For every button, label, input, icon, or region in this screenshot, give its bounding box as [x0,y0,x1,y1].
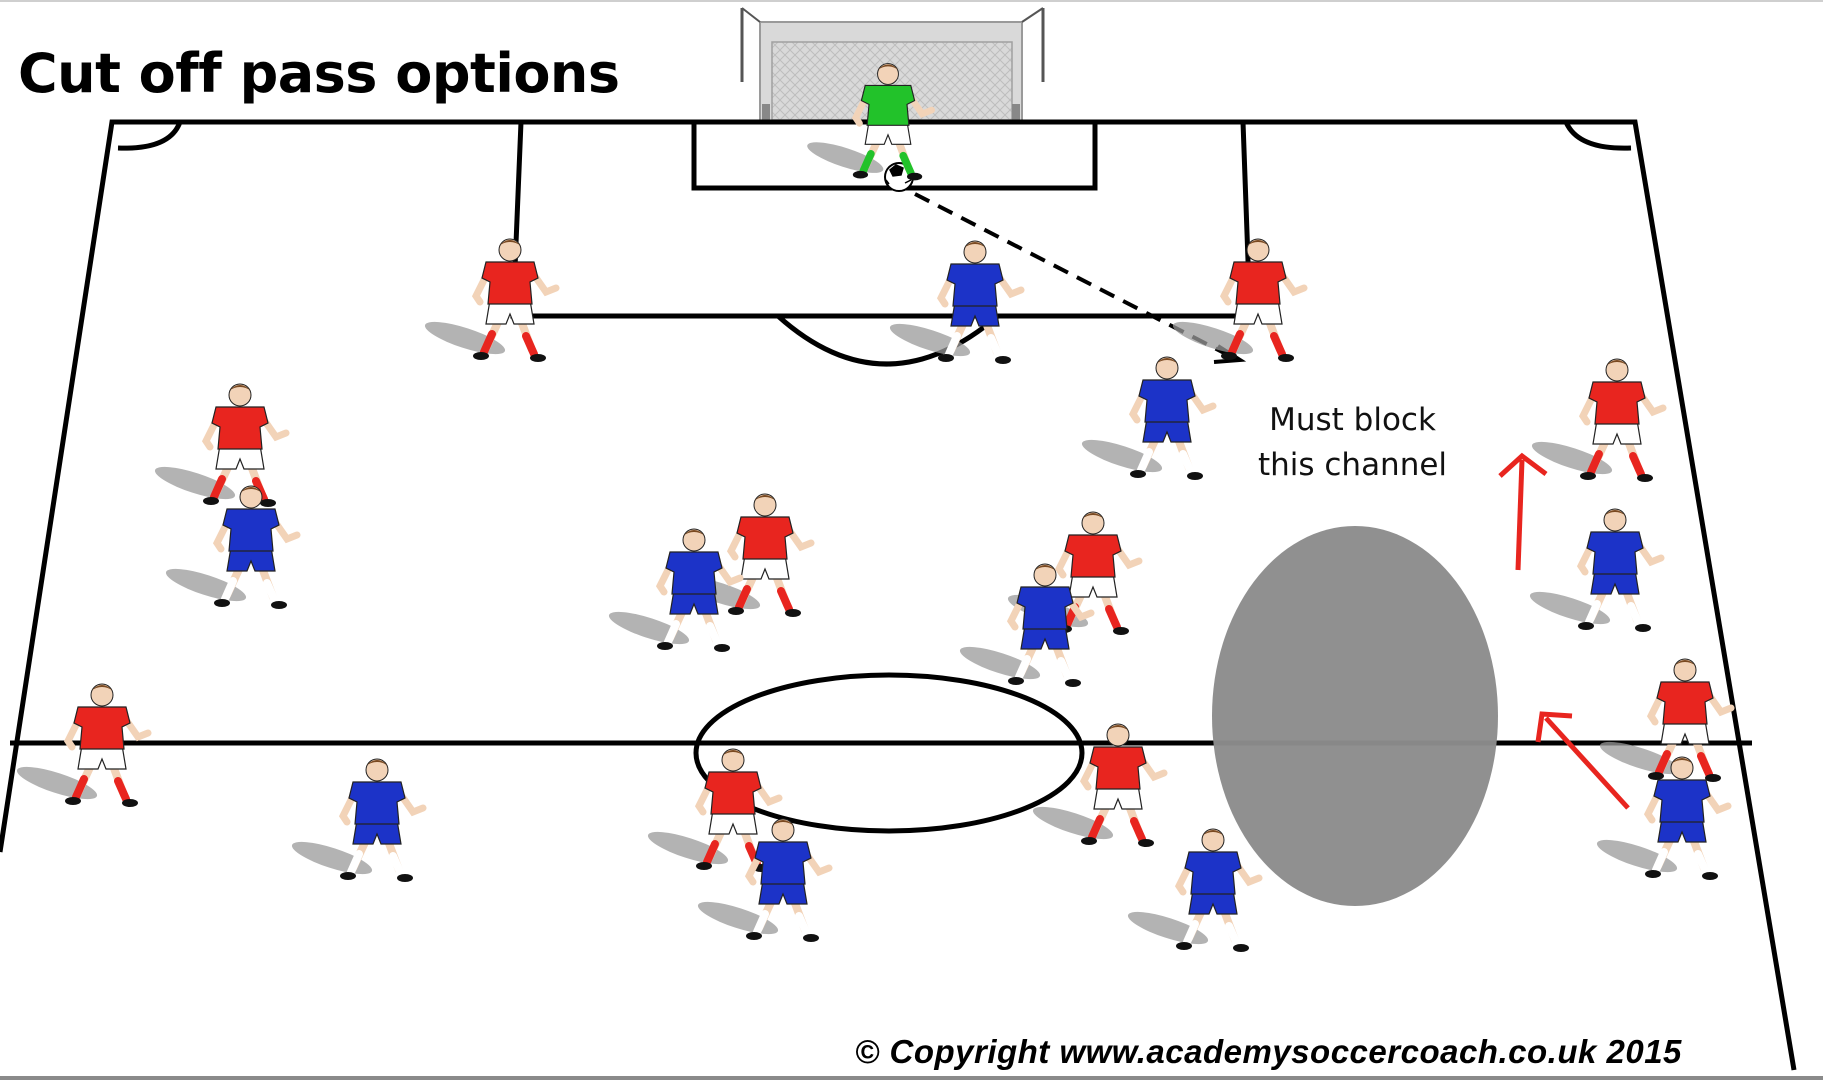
blue-player [959,563,1095,687]
blue-player [1081,356,1217,480]
blue-player [697,818,833,942]
blue-player [165,485,301,609]
channel-annotation: Must block this channel [1245,398,1460,488]
goal [740,7,1045,123]
red-player [154,383,290,507]
centre-circle [693,672,1085,834]
blue-player [1596,756,1732,880]
penalty-arc [776,314,1000,367]
arrow-diagonal [1544,716,1630,810]
annotation-line-1: Must block [1269,402,1436,438]
movement-arrows [1498,452,1630,810]
blue-player [291,758,427,882]
red-player [1531,358,1667,482]
blue-player [1127,828,1263,952]
blue-player [608,528,744,652]
red-player [424,238,560,362]
red-player [1032,723,1168,847]
blue-player [889,240,1025,364]
red-player [1599,658,1735,782]
channel-zone [1212,526,1498,906]
page-title: Cut off pass options [18,42,620,105]
arrow-diagonal-head [1535,711,1573,743]
copyright-notice: © Copyright www.academysoccercoach.co.uk… [855,1033,1682,1070]
corner-arc-right [1563,120,1632,151]
goalkeeper [807,63,936,181]
players-layer [16,63,1735,952]
annotation-line-2: this channel [1257,447,1448,483]
red-player [1172,238,1308,362]
corner-arc-left [117,120,183,151]
blue-player [1529,508,1665,632]
red-player [16,683,152,807]
red-player [1007,511,1143,635]
arrow-up-head [1498,452,1548,478]
penalty-area [510,121,1253,319]
arrow-up [1515,459,1525,571]
